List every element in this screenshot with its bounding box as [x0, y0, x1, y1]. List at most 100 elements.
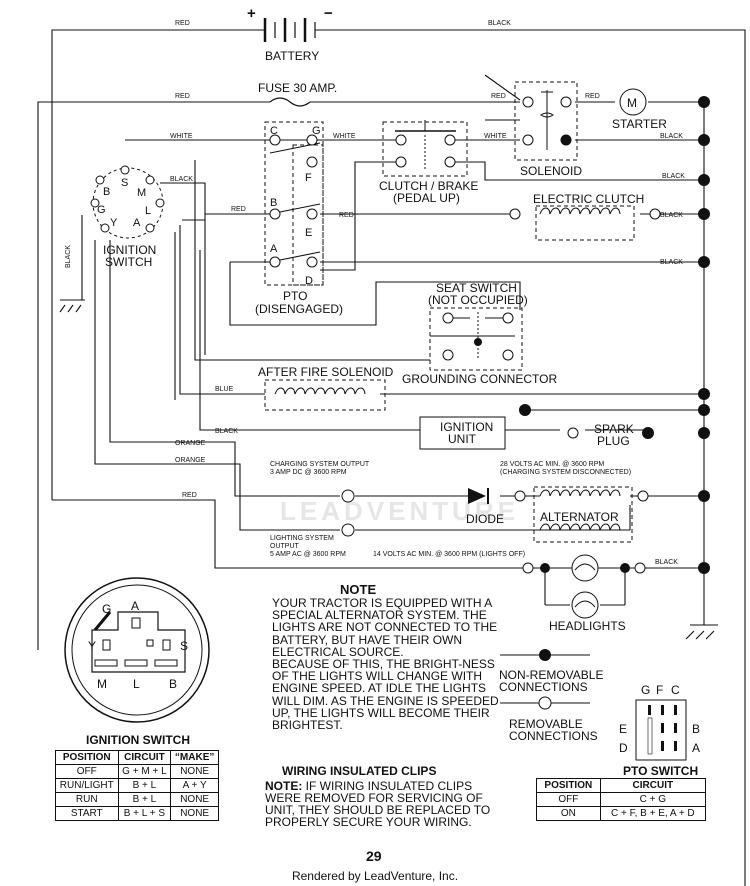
wire-red-fuse: RED — [175, 93, 190, 100]
table-cell: OFF — [536, 792, 601, 807]
legend-non-removable-1: NON-REMOVABLE — [499, 668, 604, 682]
wire-black-headlight: BLACK — [655, 559, 678, 566]
wire-orange-1: ORANGE — [175, 440, 206, 447]
legend-removable-1: REMOVABLE — [509, 717, 583, 731]
pto-detail-b: B — [692, 722, 700, 736]
pto-term-g: G — [312, 125, 321, 137]
pto-detail-a: A — [692, 741, 700, 755]
clips-body: NOTE: IF WIRING INSULATED CLIPS WERE REM… — [265, 780, 510, 828]
wire-white-2: WHITE — [333, 133, 356, 140]
table-cell: START — [55, 806, 119, 821]
ign-term-s: S — [121, 177, 128, 189]
ac14-label: 14 VOLTS AC MIN. @ 3600 RPM (LIGHTS OFF) — [373, 551, 525, 558]
lighting-output-3: 5 AMP AC @ 3600 RPM — [270, 551, 346, 558]
clips-lead: NOTE: — [265, 779, 303, 793]
ac28-1: 28 VOLTS AC MIN. @ 3600 RPM — [500, 461, 604, 468]
table-row: OFF G + M + L NONE — [55, 764, 219, 779]
wire-black-seat: BLACK — [660, 259, 683, 266]
pto-detail-g: G — [641, 683, 650, 697]
pto-table-header: POSITION CIRCUIT — [536, 778, 707, 793]
ign-detail-l: L — [133, 677, 140, 691]
alternator-box — [533, 486, 633, 543]
table-cell: NONE — [170, 764, 219, 779]
table-cell: C + G — [599, 792, 707, 807]
note-body: YOUR TRACTOR IS EQUIPPED WITH A SPECIAL … — [272, 597, 502, 731]
clips-text: IF WIRING INSULATED CLIPS WERE REMOVED F… — [265, 779, 491, 829]
wire-black-eclutch: BLACK — [660, 212, 683, 219]
wire-black-ignunit: BLACK — [215, 428, 238, 435]
after-fire-label: AFTER FIRE SOLENOID — [258, 365, 394, 379]
after-fire-solenoid-box — [264, 379, 386, 411]
fuse-label: FUSE 30 AMP. — [258, 81, 337, 95]
ign-detail-g: G — [102, 602, 111, 616]
wire-black-clutch: BLACK — [662, 173, 685, 180]
pto-switch-box — [264, 121, 324, 286]
pto-detail-e: E — [619, 722, 627, 736]
ignition-switch-label-1: IGNITION — [103, 243, 156, 257]
headlight-1 — [571, 554, 599, 582]
wire-red-solenoid: RED — [491, 93, 506, 100]
pto-detail-box — [635, 699, 687, 761]
wire-blue: BLUE — [215, 386, 234, 393]
grounding-connector-label: GROUNDING CONNECTOR — [402, 372, 557, 386]
table-cell: NONE — [170, 806, 219, 821]
pto-th-position: POSITION — [536, 778, 601, 793]
table-row: RUN B + L NONE — [55, 792, 219, 807]
legend-removable: REMOVABLE CONNECTIONS — [509, 718, 598, 742]
headlight-2 — [571, 591, 599, 619]
pedal-up-label: (PEDAL UP) — [393, 191, 460, 205]
ign-detail-a: A — [131, 599, 139, 613]
table-cell: B + L + S — [117, 806, 172, 821]
electric-clutch-box — [535, 205, 635, 241]
wire-red-top: RED — [175, 20, 190, 27]
solenoid-box — [514, 81, 578, 161]
clutch-brake-label: CLUTCH / BRAKE — [379, 179, 478, 193]
solenoid-label: SOLENOID — [520, 164, 582, 178]
ignition-unit-label-2: UNIT — [448, 432, 477, 446]
ign-term-g: G — [97, 204, 106, 216]
note-paragraph-2: BECAUSE OF THIS, THE BRIGHT-NESS OF THE … — [272, 657, 499, 733]
pto-detail-f: F — [656, 683, 663, 697]
table-row: OFF C + G — [536, 792, 707, 807]
wire-black-top: BLACK — [488, 20, 511, 27]
ign-detail-m: M — [97, 677, 107, 691]
ignition-table-header: POSITION CIRCUIT “MAKE” — [55, 750, 219, 765]
ign-detail-outer — [64, 577, 210, 723]
electric-clutch-label: ELECTRIC CLUTCH — [533, 192, 644, 206]
alternator-label: ALTERNATOR — [540, 510, 619, 524]
note-paragraph-1: YOUR TRACTOR IS EQUIPPED WITH A SPECIAL … — [272, 596, 498, 659]
battery-symbol — [245, 18, 335, 42]
lighting-output-2: OUTPUT — [270, 543, 300, 550]
seat-switch-box — [429, 307, 523, 371]
ign-term-y: Y — [110, 217, 118, 229]
ign-term-a: A — [133, 217, 141, 229]
wire-white-1: WHITE — [170, 133, 193, 140]
pto-detail-c: C — [671, 683, 680, 697]
legend-removable-2: CONNECTIONS — [509, 729, 598, 743]
battery-minus: − — [324, 5, 333, 22]
table-cell: G + M + L — [117, 764, 172, 779]
table-row: RUN/LIGHT B + L A + Y — [55, 778, 219, 793]
clips-title: WIRING INSULATED CLIPS — [282, 764, 437, 778]
charging-output-2: 3 AMP DC @ 3600 RPM — [270, 469, 347, 476]
ign-term-l: L — [145, 205, 151, 217]
pto-table: POSITION CIRCUIT OFF C + G ON C + F, B +… — [536, 778, 707, 821]
legend-non-removable-2: CONNECTIONS — [499, 680, 588, 694]
legend-removable-dot — [538, 696, 552, 710]
legend-non-removable-dot — [539, 649, 551, 661]
charging-output-1: CHARGING SYSTEM OUTPUT — [270, 461, 370, 468]
ign-th-position: POSITION — [55, 750, 119, 765]
pto-state-label: (DISENGAGED) — [255, 302, 343, 316]
spark-plug-label-2: PLUG — [597, 434, 630, 448]
ign-th-make: “MAKE” — [170, 750, 219, 765]
starter-label: STARTER — [612, 117, 667, 131]
pto-term-c: C — [270, 125, 278, 137]
fuse-symbol — [269, 97, 311, 107]
ign-term-m: M — [137, 187, 146, 199]
table-cell: OFF — [55, 764, 119, 779]
battery-label: BATTERY — [265, 49, 319, 63]
diode-label: DIODE — [466, 512, 504, 526]
table-cell: RUN/LIGHT — [55, 778, 119, 793]
pto-table-title: PTO SWITCH — [623, 764, 699, 778]
footer-credit: Rendered by LeadVenture, Inc. — [291, 869, 459, 883]
